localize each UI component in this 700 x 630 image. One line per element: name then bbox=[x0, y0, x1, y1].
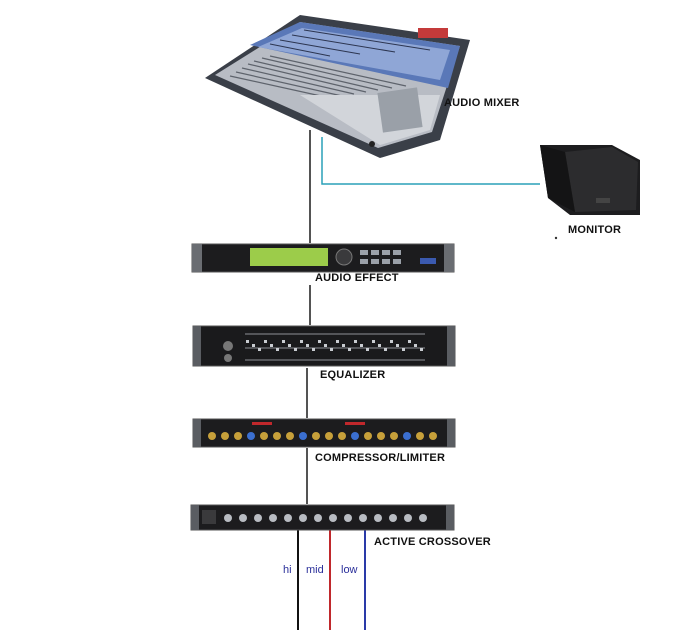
eq-slider-cap bbox=[420, 348, 423, 351]
eq-slider-cap bbox=[408, 340, 411, 343]
crossover-knob bbox=[224, 514, 232, 522]
mixer-to-monitor-line bbox=[321, 137, 540, 185]
compressor-limiter-rack bbox=[192, 418, 456, 448]
active-crossover-rack bbox=[190, 504, 455, 531]
eq-slider-cap bbox=[300, 340, 303, 343]
monitor-dot bbox=[554, 236, 558, 240]
compressor-knob bbox=[377, 432, 385, 440]
compressor-knob bbox=[364, 432, 372, 440]
crossover-knob bbox=[269, 514, 277, 522]
eq-slider-cap bbox=[282, 340, 285, 343]
compressor-knob bbox=[286, 432, 294, 440]
eq-slider-cap bbox=[258, 348, 261, 351]
compressor-knob bbox=[221, 432, 229, 440]
eq-slider-cap bbox=[360, 344, 363, 347]
eq-slider-cap bbox=[270, 344, 273, 347]
eq-slider-cap bbox=[342, 344, 345, 347]
audio-mixer-device bbox=[205, 15, 470, 158]
compressor-knob bbox=[208, 432, 216, 440]
eq-slider-cap bbox=[246, 340, 249, 343]
compressor-knob bbox=[234, 432, 242, 440]
crossover-knob bbox=[239, 514, 247, 522]
audio-effect-label: AUDIO EFFECT bbox=[315, 272, 399, 284]
audio-mixer-label: AUDIO MIXER bbox=[444, 97, 520, 109]
eq-slider-cap bbox=[252, 344, 255, 347]
eq-slider-cap bbox=[318, 340, 321, 343]
eq-slider-cap bbox=[306, 344, 309, 347]
compressor-knob bbox=[390, 432, 398, 440]
compressor-knob bbox=[260, 432, 268, 440]
crossover-knob bbox=[344, 514, 352, 522]
crossover-knob bbox=[389, 514, 397, 522]
equalizer-label: EQUALIZER bbox=[320, 369, 386, 381]
crossover-knob bbox=[374, 514, 382, 522]
eq-slider-cap bbox=[354, 340, 357, 343]
eq-slider-cap bbox=[378, 344, 381, 347]
eq-slider-cap bbox=[276, 348, 279, 351]
eq-slider-cap bbox=[336, 340, 339, 343]
eq-slider-cap bbox=[294, 348, 297, 351]
compressor-knob bbox=[312, 432, 320, 440]
eq-slider-cap bbox=[384, 348, 387, 351]
crossover-knob bbox=[254, 514, 262, 522]
compressor-knob bbox=[403, 432, 411, 440]
crossover-knob bbox=[359, 514, 367, 522]
low-band-label: low bbox=[341, 564, 358, 576]
monitor-label: MONITOR bbox=[568, 224, 622, 236]
eq-slider-cap bbox=[312, 348, 315, 351]
crossover-knob bbox=[419, 514, 427, 522]
eq-slider-cap bbox=[390, 340, 393, 343]
mid-band-label: mid bbox=[306, 564, 324, 576]
compressor-knob bbox=[351, 432, 359, 440]
monitor-speaker bbox=[540, 145, 640, 215]
crossover-knob bbox=[299, 514, 307, 522]
crossover-label: ACTIVE CROSSOVER bbox=[374, 536, 491, 548]
compressor-knob bbox=[299, 432, 307, 440]
eq-slider-cap bbox=[348, 348, 351, 351]
eq-slider-cap bbox=[396, 344, 399, 347]
equalizer-rack bbox=[192, 325, 456, 367]
crossover-knob bbox=[284, 514, 292, 522]
crossover-knob bbox=[404, 514, 412, 522]
eq-slider-cap bbox=[402, 348, 405, 351]
eq-slider-cap bbox=[372, 340, 375, 343]
eq-slider-cap bbox=[414, 344, 417, 347]
compressor-label: COMPRESSOR/LIMITER bbox=[315, 452, 446, 464]
crossover-knob bbox=[329, 514, 337, 522]
eq-slider-cap bbox=[366, 348, 369, 351]
compressor-knob bbox=[247, 432, 255, 440]
compressor-knob bbox=[416, 432, 424, 440]
eq-slider-cap bbox=[288, 344, 291, 347]
compressor-knob bbox=[338, 432, 346, 440]
eq-slider-cap bbox=[324, 344, 327, 347]
crossover-knob bbox=[314, 514, 322, 522]
eq-slider-cap bbox=[330, 348, 333, 351]
compressor-knob bbox=[429, 432, 437, 440]
eq-slider-cap bbox=[264, 340, 267, 343]
compressor-knob bbox=[325, 432, 333, 440]
hi-band-label: hi bbox=[283, 564, 292, 576]
compressor-knob bbox=[273, 432, 281, 440]
audio-effect-rack bbox=[191, 243, 455, 273]
